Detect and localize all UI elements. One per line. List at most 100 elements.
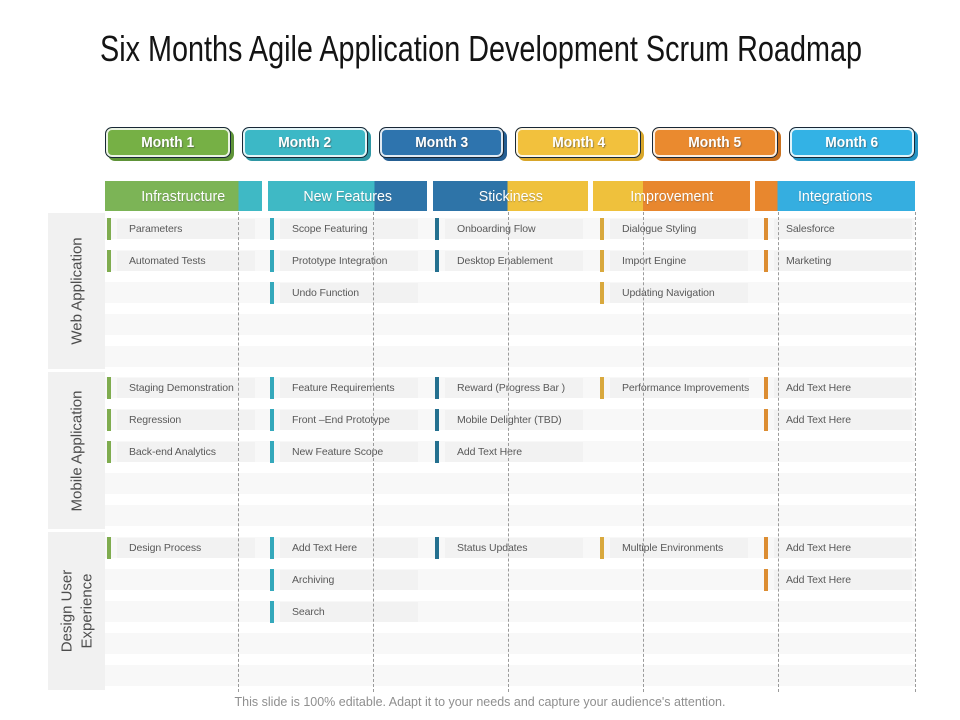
task-label: Archiving — [280, 570, 418, 590]
task-marker — [270, 409, 274, 431]
section-sidebar: Web Application — [48, 213, 105, 369]
month-label: Month 4 — [551, 134, 605, 151]
phase-label: Integrations — [797, 187, 873, 205]
task-label: Add Text Here — [445, 442, 583, 462]
task-item: Scope Featuring — [270, 218, 418, 240]
task-label: Desktop Enablement — [445, 251, 583, 271]
task-marker — [764, 377, 768, 399]
task-item: Onboarding Flow — [435, 218, 583, 240]
month-boundary-dashline — [915, 212, 916, 692]
task-label: Dialogue Styling — [610, 219, 748, 239]
task-item: Reward (Progress Bar ) — [435, 377, 583, 399]
task-item: Add Text Here — [764, 377, 912, 399]
task-marker — [107, 218, 111, 240]
task-marker — [600, 537, 604, 559]
months-row: Month 1 Month 2 Month 3 Month 4 Month 5 Month… — [105, 127, 915, 158]
task-marker — [435, 441, 439, 463]
task-item: Prototype Integration — [270, 250, 418, 272]
month-label: Month 5 — [688, 134, 742, 151]
month-label: Month 3 — [415, 134, 469, 151]
task-item: Feature Requirements — [270, 377, 418, 399]
month-button-4[interactable]: Month 4 — [515, 127, 642, 158]
task-marker — [600, 250, 604, 272]
section-sidebar: Mobile Application — [48, 372, 105, 529]
phase-header: Improvement — [593, 181, 750, 211]
task-marker — [764, 218, 768, 240]
month-button-6[interactable]: Month 6 — [789, 127, 915, 158]
task-label: Feature Requirements — [280, 378, 418, 398]
month-button-3[interactable]: Month 3 — [378, 127, 505, 158]
task-item: Front –End Prototype — [270, 409, 418, 431]
month-boundary-dashline — [373, 212, 374, 692]
task-marker — [600, 377, 604, 399]
phase-label: Infrastructure — [141, 187, 226, 205]
task-label: Reward (Progress Bar ) — [445, 378, 583, 398]
task-marker — [435, 537, 439, 559]
task-item: New Feature Scope — [270, 441, 418, 463]
phase-header: Infrastructure — [105, 181, 262, 211]
phase-label: Improvement — [629, 187, 714, 205]
task-label: Design Process — [117, 538, 255, 558]
task-label: Staging Demonstration — [117, 378, 255, 398]
task-marker — [270, 569, 274, 591]
task-item: Parameters — [107, 218, 255, 240]
task-label: New Feature Scope — [280, 442, 418, 462]
roadmap-section: Web Application Parameters Scope Featuring… — [0, 213, 960, 369]
task-item: Status Updates — [435, 537, 583, 559]
footer-note: This slide is 100% editable. Adapt it to… — [234, 695, 726, 709]
month-button-1[interactable]: Month 1 — [105, 127, 231, 158]
month-button-5[interactable]: Month 5 — [652, 127, 779, 158]
task-label: Prototype Integration — [280, 251, 418, 271]
month-button-2[interactable]: Month 2 — [241, 127, 368, 158]
task-label: Add Text Here — [280, 538, 418, 558]
task-label: Onboarding Flow — [445, 219, 583, 239]
task-marker — [107, 409, 111, 431]
task-item: Desktop Enablement — [435, 250, 583, 272]
phase-header: New Features — [268, 181, 427, 211]
task-item: Performance Improvements — [600, 377, 749, 399]
row-stripe — [105, 473, 915, 494]
section-label: Mobile Application — [67, 390, 85, 511]
task-item: Staging Demonstration — [107, 377, 255, 399]
task-marker — [270, 218, 274, 240]
task-label: Add Text Here — [774, 538, 912, 558]
task-label: Import Engine — [610, 251, 748, 271]
task-label: Front –End Prototype — [280, 410, 418, 430]
task-item: Back-end Analytics — [107, 441, 255, 463]
task-marker — [435, 409, 439, 431]
phase-header: Stickiness — [433, 181, 588, 211]
task-item: Design Process — [107, 537, 255, 559]
task-label: Add Text Here — [774, 378, 912, 398]
task-marker — [764, 537, 768, 559]
task-marker — [270, 250, 274, 272]
task-marker — [107, 250, 111, 272]
month-boundary-dashline — [238, 212, 239, 692]
task-label: Status Updates — [445, 538, 583, 558]
task-label: Multiple Environments — [610, 538, 748, 558]
task-item: Add Text Here — [764, 537, 912, 559]
task-marker — [107, 377, 111, 399]
task-item: Search — [270, 601, 418, 623]
month-boundary-dashline — [778, 212, 779, 692]
task-label: Performance Improvements — [610, 378, 749, 398]
task-item: Add Text Here — [764, 409, 912, 431]
task-label: Automated Tests — [117, 251, 255, 271]
task-marker — [435, 250, 439, 272]
row-stripe — [105, 601, 915, 622]
task-item: Regression — [107, 409, 255, 431]
task-marker — [764, 250, 768, 272]
month-label: Month 6 — [825, 134, 879, 151]
task-item: Archiving — [270, 569, 418, 591]
task-item: Add Text Here — [435, 441, 583, 463]
task-marker — [600, 218, 604, 240]
row-stripe — [105, 633, 915, 654]
row-stripe — [105, 282, 915, 303]
task-label: Salesforce — [774, 219, 912, 239]
task-marker — [435, 218, 439, 240]
task-marker — [270, 282, 274, 304]
task-marker — [270, 601, 274, 623]
section-label: Web Application — [67, 237, 85, 345]
task-item: Multiple Environments — [600, 537, 748, 559]
month-label: Month 1 — [141, 134, 195, 151]
